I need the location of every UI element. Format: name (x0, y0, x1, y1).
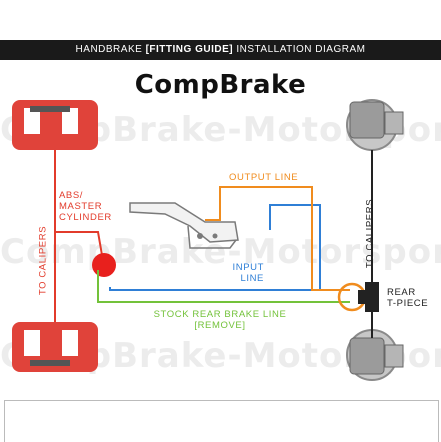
to-calipers-right-label: TO CALIPERS (364, 198, 376, 269)
rear-tpiece-label: REAR T-PIECE (387, 287, 428, 309)
stock-rear-line (97, 270, 350, 303)
rear-tpiece-label-1: REAR (387, 287, 416, 298)
caliper-piston-window-bottom-right (62, 330, 78, 356)
caliper-piston-window-top-right (62, 108, 78, 134)
rear-tpiece-block (365, 282, 379, 312)
front-caliper-top (12, 100, 98, 150)
stock-rear-label: STOCK REAR BRAKE LINE [REMOVE] (140, 309, 300, 331)
master-cylinder-junction (92, 253, 116, 277)
stock-rear-label-2: [REMOVE] (194, 320, 246, 331)
brand-logo-text: CompBrake (134, 70, 307, 100)
front-caliper-bottom (12, 322, 98, 372)
caliper-pad-bottom (30, 360, 70, 366)
abs-master-line-1: ABS/ (59, 190, 84, 201)
header-title: HANDBRAKE [FITTING GUIDE] INSTALLATION D… (0, 44, 441, 55)
output-line-label: OUTPUT LINE (229, 172, 299, 183)
rear-caliper-top (346, 99, 404, 151)
rear-caliper-bottom (346, 329, 404, 381)
input-line (109, 204, 321, 291)
header-part-2: [FITTING GUIDE] (145, 44, 234, 55)
rear-caliper-bracket-top (384, 111, 404, 135)
handbrake-bolt (212, 233, 218, 239)
rear-caliper-bracket-bottom (384, 344, 404, 368)
bottom-frame (4, 400, 439, 442)
stock-rear-label-1: STOCK REAR BRAKE LINE (153, 309, 287, 320)
rear-caliper-body-top (349, 101, 385, 139)
header-bar (0, 40, 441, 60)
output-line (205, 186, 350, 291)
caliper-piston-window-bottom-left (24, 330, 40, 356)
to-calipers-left-label: TO CALIPERS (37, 225, 49, 296)
handbrake-pivot (197, 233, 203, 239)
abs-master-line-2: MASTER (59, 201, 103, 212)
abs-master-label: ABS/ MASTER CYLINDER (59, 190, 112, 223)
handbrake-lever (129, 202, 239, 249)
handbrake-base (187, 225, 237, 249)
abs-master-line-3: CYLINDER (59, 212, 112, 223)
handbrake-lever-body (129, 202, 239, 243)
input-line-label-2: LINE (240, 273, 264, 284)
rear-tpiece-port (358, 290, 366, 304)
caliper-pad-top (30, 106, 70, 112)
input-line-label: INPUT LINE (228, 262, 264, 284)
caliper-piston-window-top-left (24, 108, 40, 134)
rear-caliper-body-bottom (349, 337, 385, 375)
red-master-link (55, 231, 103, 256)
input-line-label-1: INPUT (232, 262, 264, 273)
header-part-3: INSTALLATION DIAGRAM (236, 44, 366, 55)
rear-tpiece-label-2: T-PIECE (387, 298, 429, 309)
header-part-1: HANDBRAKE (75, 44, 143, 55)
